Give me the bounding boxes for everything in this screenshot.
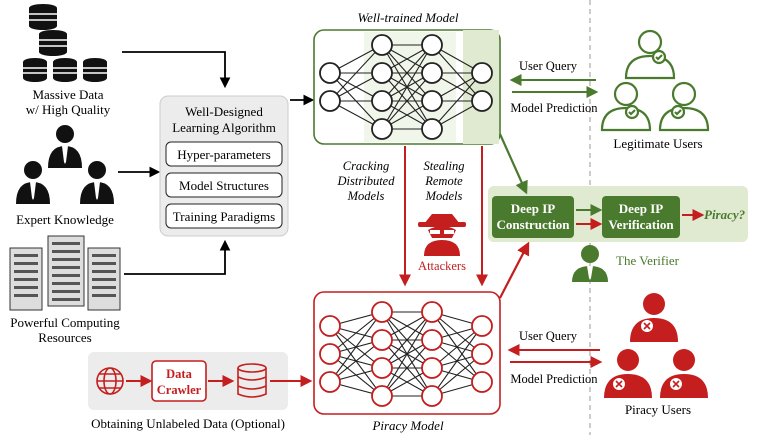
crawler-line1: Data bbox=[166, 367, 192, 381]
network-node bbox=[371, 385, 393, 407]
network-node bbox=[421, 90, 443, 112]
verifier-label: The Verifier bbox=[616, 253, 680, 268]
network-edge bbox=[329, 311, 383, 383]
legitimate-user-icon bbox=[658, 81, 710, 132]
algorithm-item-structures: Model Structures bbox=[179, 178, 269, 193]
construction-box bbox=[492, 196, 574, 238]
verification-line2: Verification bbox=[608, 217, 674, 232]
network-node bbox=[371, 329, 393, 351]
crawler-line2: Crawler bbox=[157, 383, 202, 397]
database-stack-icon bbox=[23, 4, 107, 82]
well-trained-title: Well-trained Model bbox=[358, 10, 459, 25]
network-edge bbox=[329, 44, 383, 102]
network-edge bbox=[381, 339, 433, 397]
network-node bbox=[319, 62, 341, 84]
data-pipeline-caption: Obtaining Unlabeled Data (Optional) bbox=[91, 416, 285, 431]
data-label-line1: Massive Data bbox=[32, 87, 103, 102]
arrow-computing-to-algorithm bbox=[124, 239, 231, 275]
cracking-label-line2: Distributed bbox=[337, 174, 396, 188]
attacker-spy-icon bbox=[418, 214, 466, 256]
arrow-data-to-algorithm bbox=[122, 51, 231, 89]
network-node bbox=[319, 90, 341, 112]
network-node bbox=[471, 343, 493, 365]
network-edge bbox=[381, 311, 433, 397]
network-node bbox=[421, 118, 443, 140]
legitimate-users-label: Legitimate Users bbox=[613, 136, 702, 151]
algorithm-item-hyperparameters: Hyper-parameters bbox=[177, 147, 271, 162]
network-edge bbox=[381, 44, 433, 102]
arrow-piracy-to-construction bbox=[499, 241, 530, 299]
database-icon bbox=[237, 363, 267, 398]
cracking-label-line1: Cracking bbox=[343, 159, 390, 173]
stealing-label-line3: Models bbox=[425, 189, 463, 203]
algorithm-item-paradigms: Training Paradigms bbox=[173, 209, 275, 224]
piracy-user-icon bbox=[630, 293, 678, 342]
well-trained-highlight bbox=[463, 30, 499, 144]
globe-icon bbox=[96, 367, 124, 395]
algorithm-title-line1: Well-Designed bbox=[185, 104, 263, 119]
network-node bbox=[471, 90, 493, 112]
network-node bbox=[421, 62, 443, 84]
network-node bbox=[371, 357, 393, 379]
bottom-model-prediction: Model Prediction bbox=[510, 372, 598, 386]
network-node bbox=[421, 357, 443, 379]
verifier-icon bbox=[572, 245, 608, 282]
network-node bbox=[421, 301, 443, 323]
network-node bbox=[371, 34, 393, 56]
piracy-users-label: Piracy Users bbox=[625, 402, 691, 417]
network-node bbox=[421, 385, 443, 407]
piracy-user-icon bbox=[660, 349, 708, 398]
network-node bbox=[471, 62, 493, 84]
network-node bbox=[371, 62, 393, 84]
network-edge bbox=[381, 44, 433, 130]
top-user-query: User Query bbox=[519, 59, 578, 73]
network-node bbox=[371, 301, 393, 323]
network-edge bbox=[329, 311, 383, 355]
algorithm-item-box bbox=[165, 203, 283, 229]
data-crawler-box bbox=[151, 360, 207, 402]
network-node bbox=[471, 371, 493, 393]
construction-line1: Deep IP bbox=[511, 201, 555, 216]
network-node bbox=[319, 343, 341, 365]
data-label-line2: w/ High Quality bbox=[26, 102, 111, 117]
network-node bbox=[319, 315, 341, 337]
piracy-question: Piracy? bbox=[704, 207, 746, 222]
algorithm-item-box bbox=[165, 141, 283, 167]
piracy-user-icon bbox=[604, 349, 652, 398]
network-edge bbox=[381, 311, 433, 369]
network-node bbox=[319, 371, 341, 393]
network-edge bbox=[329, 339, 383, 383]
attackers-label: Attackers bbox=[418, 259, 466, 273]
cracking-label-line3: Models bbox=[347, 189, 385, 203]
verification-line1: Deep IP bbox=[619, 201, 663, 216]
legitimate-user-icon bbox=[600, 81, 652, 132]
network-node bbox=[421, 329, 443, 351]
stealing-label-line1: Stealing bbox=[424, 159, 465, 173]
network-node bbox=[471, 315, 493, 337]
algorithm-title-line2: Learning Algorithm bbox=[172, 120, 276, 135]
server-racks-icon bbox=[9, 235, 121, 311]
network-edge bbox=[431, 72, 483, 130]
legitimate-user-icon bbox=[624, 29, 676, 80]
expert-people-icon bbox=[16, 125, 114, 204]
network-node bbox=[371, 118, 393, 140]
computing-label-line2: Resources bbox=[38, 330, 91, 345]
construction-line2: Construction bbox=[497, 217, 571, 232]
bottom-user-query: User Query bbox=[519, 329, 578, 343]
well-trained-network bbox=[319, 34, 493, 140]
top-model-prediction: Model Prediction bbox=[510, 101, 598, 115]
piracy-network bbox=[319, 301, 493, 407]
piracy-model-title: Piracy Model bbox=[371, 418, 444, 433]
algorithm-item-box bbox=[165, 172, 283, 198]
network-node bbox=[371, 90, 393, 112]
network-edge bbox=[381, 72, 433, 130]
arrow-model-to-construction bbox=[498, 133, 528, 195]
expert-knowledge-label: Expert Knowledge bbox=[16, 212, 114, 227]
network-edge bbox=[431, 325, 483, 397]
network-node bbox=[421, 34, 443, 56]
verification-box bbox=[602, 196, 680, 238]
computing-label-line1: Powerful Computing bbox=[10, 315, 120, 330]
stealing-label-line2: Remote bbox=[424, 174, 463, 188]
